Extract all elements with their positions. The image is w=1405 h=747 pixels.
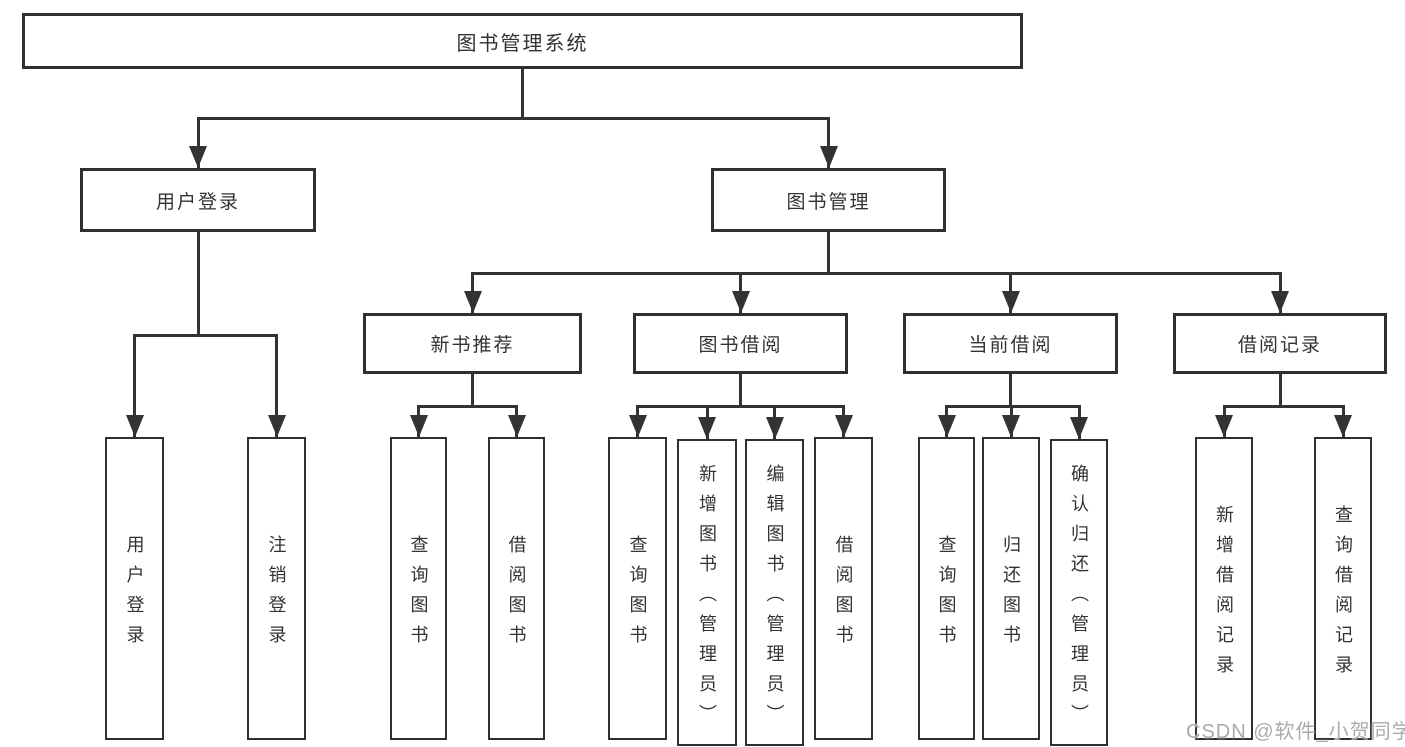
node-book-management: 图书管理	[711, 168, 946, 232]
leaf-add-book-admin: 新增图书（管理员）	[677, 439, 737, 746]
leaf-edit-book-admin: 编辑图书（管理员）	[745, 439, 804, 746]
node-book-management-label: 图书管理	[786, 191, 871, 213]
connector-book-management-stem	[827, 232, 830, 275]
leaf-edit-book-admin-label: 编辑图书（管理员）	[764, 463, 785, 734]
leaf-borrow-borrow-book-label: 借阅图书	[833, 534, 854, 655]
node-root-label: 图书管理系统	[456, 32, 589, 55]
node-new-book-recommend: 新书推荐	[363, 313, 582, 374]
arrow-to-leaf-add-borrow-record	[1222, 405, 1226, 437]
arrow-to-leaf-edit-book	[773, 405, 776, 439]
leaf-confirm-return-admin-label: 确认归还（管理员）	[1069, 463, 1089, 734]
connector-book-borrow-branch	[636, 405, 845, 408]
leaf-borrow-borrow-book: 借阅图书	[814, 437, 873, 740]
node-user-login-label: 用户登录	[155, 191, 240, 213]
leaf-current-query-book: 查询图书	[918, 437, 975, 740]
arrow-to-book-management	[827, 117, 830, 168]
leaf-confirm-return-admin: 确认归还（管理员）	[1050, 439, 1108, 746]
leaf-current-query-book-label: 查询图书	[936, 534, 957, 655]
connector-user-login-branch	[133, 334, 278, 337]
arrow-to-leaf-confirm-return	[1077, 405, 1081, 439]
arrow-to-leaf-logout	[275, 334, 278, 437]
arrow-to-leaf-borrow-query-book	[636, 405, 639, 437]
connector-current-borrow-branch	[945, 405, 1081, 408]
leaf-user-login: 用户登录	[105, 437, 164, 740]
arrow-to-leaf-recommend-query-book	[417, 405, 420, 437]
leaf-return-book-label: 归还图书	[1001, 534, 1021, 655]
arrow-to-user-login	[196, 117, 200, 168]
node-new-book-recommend-label: 新书推荐	[430, 335, 515, 356]
connector-borrow-record-branch	[1222, 405, 1345, 408]
arrow-to-leaf-recommend-borrow-book	[515, 405, 518, 437]
leaf-add-book-admin-label: 新增图书（管理员）	[697, 463, 717, 734]
arrow-to-book-borrow	[739, 272, 742, 313]
leaf-recommend-borrow-book: 借阅图书	[488, 437, 545, 740]
leaf-query-borrow-record: 查询借阅记录	[1314, 437, 1372, 740]
leaf-logout-label: 注销登录	[266, 534, 287, 655]
node-book-borrow-label: 图书借阅	[698, 335, 783, 356]
node-borrow-record-label: 借阅记录	[1237, 335, 1322, 356]
node-borrow-record: 借阅记录	[1173, 313, 1387, 374]
arrow-to-leaf-current-query-book	[945, 405, 948, 437]
connector-new-book-recommend-branch	[417, 405, 518, 408]
arrow-to-leaf-user-login	[133, 334, 136, 437]
arrow-to-leaf-return-book	[1009, 405, 1013, 437]
arrow-to-leaf-add-book	[705, 405, 709, 439]
leaf-query-borrow-record-label: 查询借阅记录	[1333, 504, 1353, 685]
leaf-borrow-query-book-label: 查询图书	[627, 534, 648, 655]
arrow-to-current-borrow	[1009, 272, 1012, 313]
connector-new-book-recommend-stem	[471, 374, 474, 408]
node-root: 图书管理系统	[22, 13, 1023, 69]
connector-current-borrow-stem	[1009, 374, 1012, 408]
leaf-recommend-query-book-label: 查询图书	[408, 534, 429, 655]
leaf-recommend-query-book: 查询图书	[390, 437, 447, 740]
connector-root-stem	[521, 69, 524, 120]
arrow-to-borrow-record	[1278, 272, 1282, 313]
arrow-to-leaf-borrow-book	[842, 405, 845, 437]
node-current-borrow-label: 当前借阅	[968, 335, 1053, 356]
leaf-borrow-query-book: 查询图书	[608, 437, 667, 740]
arrow-to-new-book-recommend	[471, 272, 474, 313]
csdn-watermark: CSDN @软件_小贺同学	[1186, 721, 1405, 743]
node-user-login: 用户登录	[80, 168, 316, 232]
arrow-to-leaf-query-borrow-record	[1341, 405, 1345, 437]
leaf-recommend-borrow-book-label: 借阅图书	[506, 534, 527, 655]
leaf-return-book: 归还图书	[982, 437, 1040, 740]
leaf-add-borrow-record-label: 新增借阅记录	[1214, 504, 1234, 685]
connector-level1-branch	[197, 117, 830, 120]
connector-borrow-record-stem	[1278, 374, 1282, 408]
connector-book-borrow-stem	[739, 374, 742, 408]
node-current-borrow: 当前借阅	[903, 313, 1118, 374]
leaf-logout: 注销登录	[247, 437, 306, 740]
leaf-add-borrow-record: 新增借阅记录	[1195, 437, 1253, 740]
connector-user-login-stem	[197, 232, 200, 337]
node-book-borrow: 图书借阅	[633, 313, 848, 374]
connector-book-management-branch	[471, 272, 1281, 275]
leaf-user-login-label: 用户登录	[124, 534, 145, 655]
